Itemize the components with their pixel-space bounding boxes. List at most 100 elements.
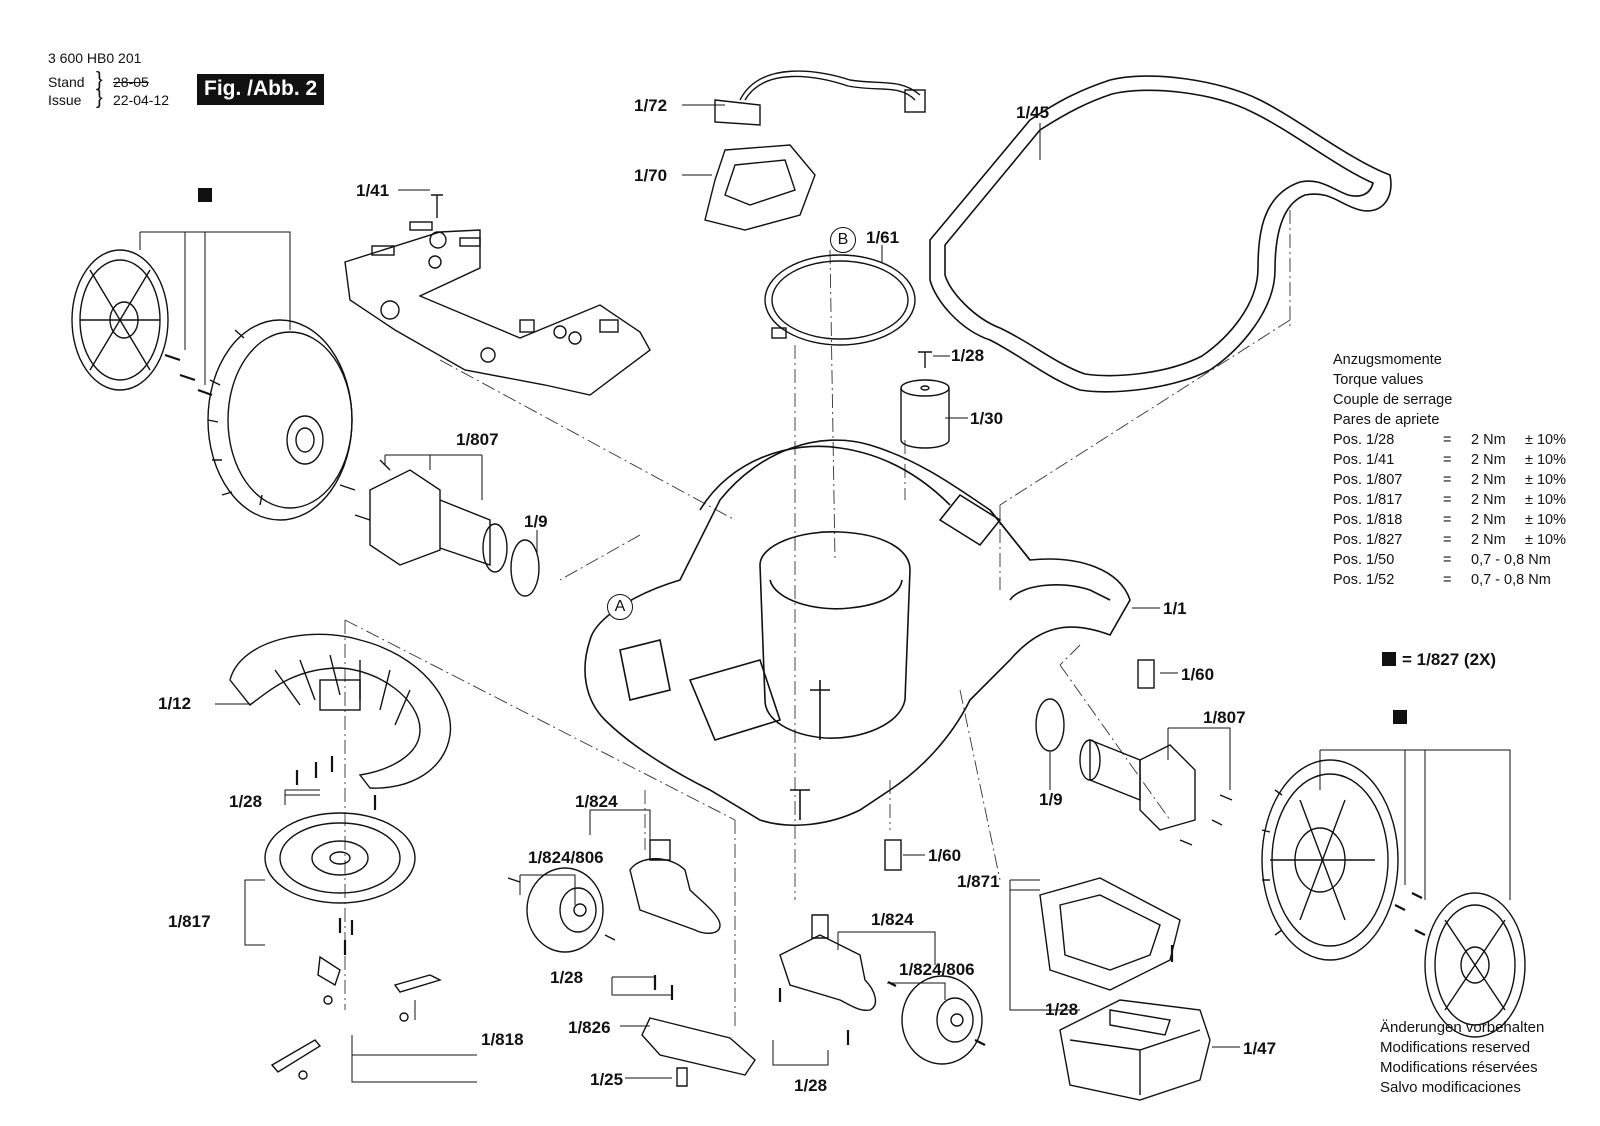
torque-val: 2 Nm <box>1471 472 1506 488</box>
callout-1-9-left: 1/9 <box>524 512 548 531</box>
torque-row: Pos. 1/50 = 0,7 - 0,8 Nm <box>1333 550 1551 570</box>
torque-val: 0,7 - 0,8 Nm <box>1471 552 1551 568</box>
marker-a: A <box>607 594 633 620</box>
torque-row: Pos. 1/52 = 0,7 - 0,8 Nm <box>1333 570 1551 590</box>
callout-1-28-bottom: 1/28 <box>794 1076 828 1095</box>
callout-1-30: 1/30 <box>970 409 1004 428</box>
callout-1-28-left: 1/28 <box>229 792 263 811</box>
torque-val: 2 Nm <box>1471 432 1506 448</box>
main-chassis-part <box>584 439 1131 826</box>
note-line: Modifications réservées <box>1380 1059 1538 1076</box>
torque-tol: ± 10% <box>1525 512 1567 528</box>
doc-number: 3 600 HB0 201 <box>48 50 142 66</box>
callout-1-824-806-b: 1/824/806 <box>899 960 975 979</box>
torque-row: Pos. 1/807 = 2 Nm ± 10% <box>1333 470 1566 490</box>
torque-row: Pos. 1/827 = 2 Nm ± 10% <box>1333 530 1566 550</box>
torque-eq: = <box>1443 572 1452 588</box>
circuit-board-part <box>344 221 651 396</box>
torque-eq: = <box>1443 552 1452 568</box>
callout-1-807-left: 1/807 <box>456 430 499 449</box>
blade-guard-part <box>229 633 452 789</box>
torque-eq: = <box>1443 492 1452 508</box>
cable-harness-part <box>714 70 926 126</box>
torque-table: Anzugsmomente Torque values Couple de se… <box>1333 350 1566 590</box>
callout-1-41: 1/41 <box>356 181 390 200</box>
ring-seal-part <box>764 254 916 346</box>
callout-1-818: 1/818 <box>481 1030 524 1049</box>
figure-label: Fig. /Abb. 2 <box>197 74 325 105</box>
torque-pos: Pos. 1/50 <box>1333 552 1395 568</box>
callout-1-61: 1/61 <box>866 228 900 247</box>
torque-tol: ± 10% <box>1525 532 1567 548</box>
marker-b: B <box>830 227 856 253</box>
left-drive-wheel-part <box>207 319 353 521</box>
battery-cover-part <box>1039 877 1181 991</box>
sensor-housing-part <box>704 144 816 231</box>
torque-row: Pos. 1/817 = 2 Nm ± 10% <box>1333 490 1566 510</box>
callout-1-45: 1/45 <box>1016 103 1050 122</box>
torque-pos: Pos. 1/807 <box>1333 472 1403 488</box>
left-o-ring <box>510 539 540 597</box>
torque-val: 2 Nm <box>1471 492 1506 508</box>
leader-lines <box>139 104 1511 1083</box>
issue-label: Issue <box>48 92 82 108</box>
callout-1-824-a: 1/824 <box>575 792 618 811</box>
callout-1-60-mid: 1/60 <box>928 846 962 865</box>
callout-1-47: 1/47 <box>1243 1039 1277 1058</box>
legend-square-icon <box>1382 652 1396 666</box>
torque-val: 2 Nm <box>1471 512 1506 528</box>
legend-text: = 1/827 (2X) <box>1402 650 1497 669</box>
torque-eq: = <box>1443 532 1452 548</box>
caster-wheel-left-part <box>507 867 616 953</box>
right-hubcap-part <box>1424 892 1526 1038</box>
callout-1-25: 1/25 <box>590 1070 624 1089</box>
torque-row: Pos. 1/818 = 2 Nm ± 10% <box>1333 510 1566 530</box>
callout-1-72: 1/72 <box>634 96 668 115</box>
torque-tol: ± 10% <box>1525 452 1567 468</box>
torque-eq: = <box>1443 432 1452 448</box>
callout-1-70: 1/70 <box>634 166 668 185</box>
torque-pos: Pos. 1/817 <box>1333 492 1403 508</box>
caster-wheel-right-part <box>901 975 983 1065</box>
torque-tol: ± 10% <box>1525 432 1567 448</box>
torque-pos: Pos. 1/818 <box>1333 512 1403 528</box>
torque-eq: = <box>1443 512 1452 528</box>
bracket-part <box>641 1017 756 1076</box>
right-wheel-screws <box>1394 892 1426 936</box>
guard-screws <box>295 756 377 810</box>
torque-heading: Pares de apriete <box>1333 412 1440 428</box>
blades-part <box>270 955 442 1080</box>
right-motor-part <box>1079 738 1233 846</box>
note-line: Modifications reserved <box>1380 1039 1531 1056</box>
pin-part <box>676 1067 688 1087</box>
right-o-ring <box>1035 698 1065 752</box>
torque-heading: Anzugsmomente <box>1333 352 1442 368</box>
bumper-frame-part <box>929 75 1392 393</box>
connector-mid-part <box>884 839 902 871</box>
cylinder-part <box>900 351 950 449</box>
torque-eq: = <box>1443 472 1452 488</box>
torque-val: 0,7 - 0,8 Nm <box>1471 572 1551 588</box>
caster-screws-left <box>653 975 674 1000</box>
torque-pos: Pos. 1/41 <box>1333 452 1395 468</box>
torque-row: Pos. 1/28 = 2 Nm ± 10% <box>1333 430 1566 450</box>
torque-pos: Pos. 1/28 <box>1333 432 1395 448</box>
battery-part <box>1059 999 1211 1101</box>
issue-date: 22-04-12 <box>113 92 170 108</box>
caster-screws-right <box>778 981 986 1046</box>
torque-pos: Pos. 1/827 <box>1333 532 1403 548</box>
torque-tol: ± 10% <box>1525 472 1567 488</box>
square-marker-left <box>198 188 212 202</box>
left-wheel-cap-part <box>71 249 169 391</box>
callout-1-28-top: 1/28 <box>951 346 985 365</box>
right-drive-wheel-part <box>1261 759 1399 961</box>
torque-tol: ± 10% <box>1525 492 1567 508</box>
left-motor-part <box>339 459 508 573</box>
callout-1-826: 1/826 <box>568 1018 611 1037</box>
stand-date: 28-05 <box>113 74 149 90</box>
callout-1-28-mid: 1/28 <box>550 968 584 987</box>
square-marker-right <box>1393 710 1407 724</box>
blade-disc-part <box>264 812 416 904</box>
assembly-lines <box>344 210 1291 1030</box>
